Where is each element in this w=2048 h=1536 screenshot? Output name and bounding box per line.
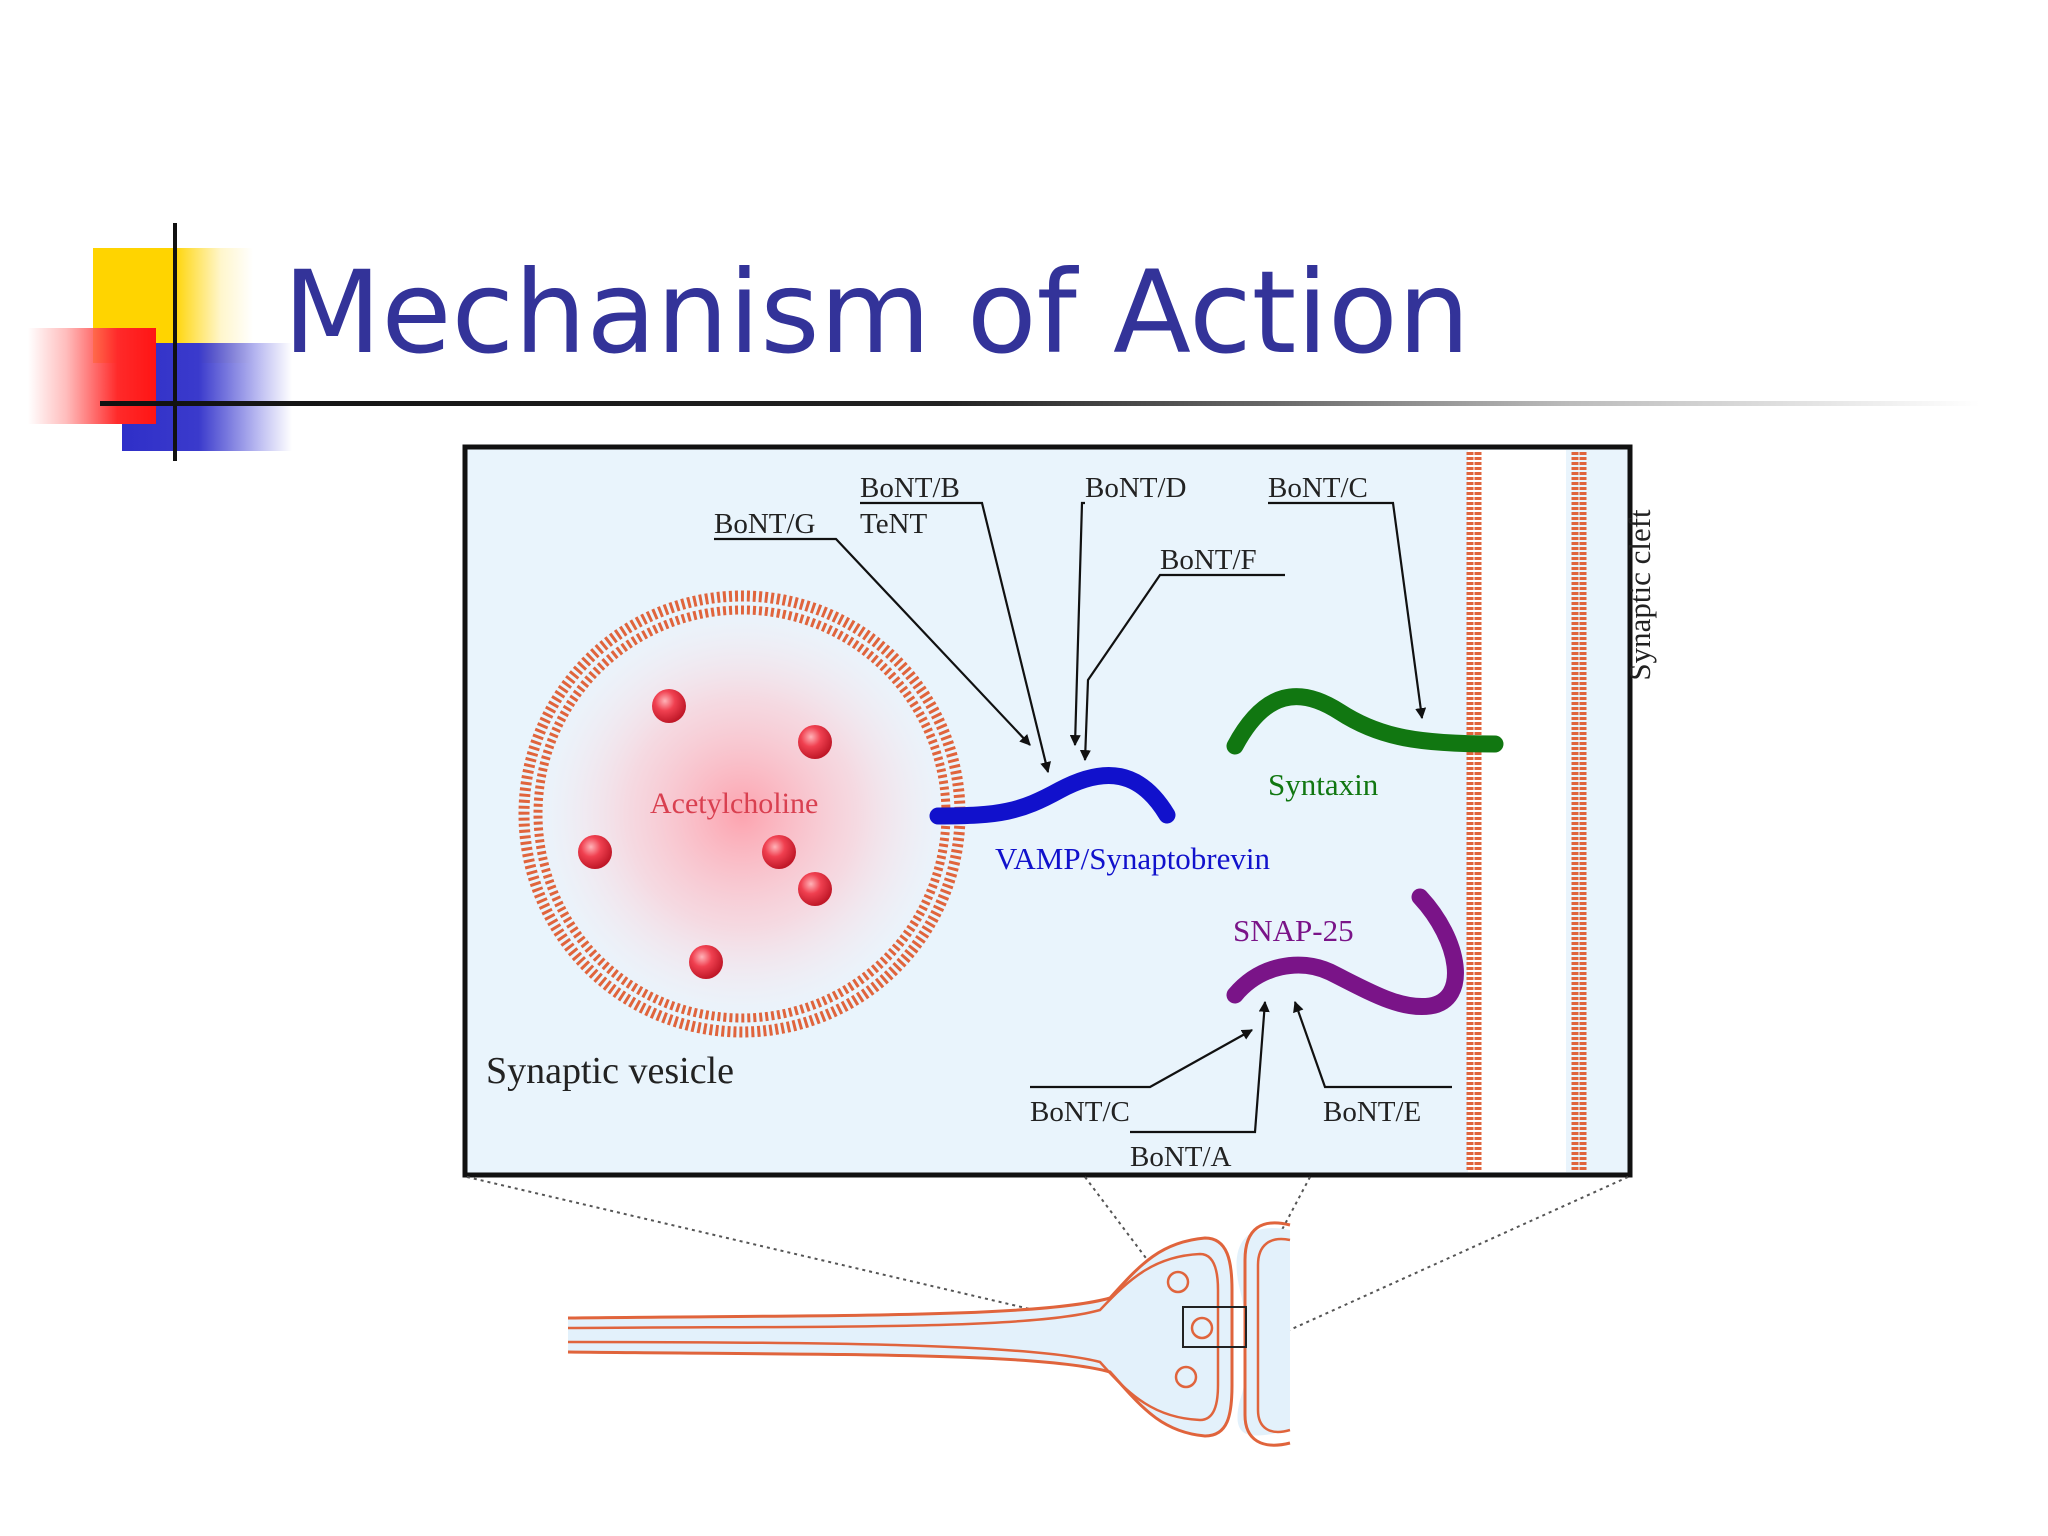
bont-a-arrow (1130, 1000, 1270, 1134)
label-bont-d: BoNT/D (1085, 472, 1187, 504)
bont-c-top-arrow (1268, 501, 1427, 720)
vamp-protein (929, 767, 1176, 825)
logo-vertical-line (173, 223, 177, 461)
label-bont-b: BoNT/B (860, 472, 960, 504)
vesicle-glow (532, 604, 952, 1024)
neuron-overview (567, 1221, 1291, 1447)
label-acetylcholine: Acetylcholine (650, 787, 818, 820)
label-vamp: VAMP/Synaptobrevin (995, 841, 1271, 876)
logo-red-square (28, 328, 156, 424)
acetylcholine-molecule (578, 835, 612, 869)
label-bont-a: BoNT/A (1130, 1141, 1232, 1173)
bont-f-arrow (1079, 573, 1285, 762)
bont-g-arrow (714, 537, 1031, 746)
bont-d-arrow (1069, 501, 1085, 747)
label-synaptic-cleft: Synaptic cleft (1622, 509, 1657, 681)
axon-terminal (568, 1238, 1232, 1436)
acetylcholine-molecule (689, 945, 723, 979)
label-bont-g: BoNT/G (714, 508, 816, 540)
label-bont-c-top: BoNT/C (1268, 472, 1368, 504)
zoom-region-box (1182, 1306, 1247, 1348)
bont-e-arrow (1293, 1000, 1452, 1089)
postsynaptic-cell (1236, 1228, 1290, 1436)
acetylcholine-molecule (652, 689, 686, 723)
acetylcholine-molecules (578, 689, 832, 979)
acetylcholine-molecule (798, 725, 832, 759)
label-bont-e: BoNT/E (1323, 1096, 1421, 1128)
label-snap25: SNAP-25 (1233, 913, 1354, 948)
label-bont-c-bottom: BoNT/C (1030, 1096, 1130, 1128)
label-bont-f: BoNT/F (1160, 544, 1257, 576)
label-tent: TeNT (860, 508, 928, 540)
bont-c-bottom-arrow (1030, 1029, 1253, 1089)
acetylcholine-molecule (762, 835, 796, 869)
title-underline (100, 401, 1980, 406)
snap25-protein (1226, 888, 1464, 1016)
acetylcholine-molecule (798, 872, 832, 906)
toxin-arrows (714, 501, 1452, 1134)
slide-title: Mechanism of Action (283, 246, 1471, 379)
label-synaptic-vesicle: Synaptic vesicle (486, 1050, 734, 1092)
syntaxin-protein (1226, 688, 1504, 755)
cleft-gap (1468, 450, 1566, 1172)
bont-b-arrow (860, 501, 1051, 774)
label-syntaxin: Syntaxin (1268, 767, 1379, 802)
